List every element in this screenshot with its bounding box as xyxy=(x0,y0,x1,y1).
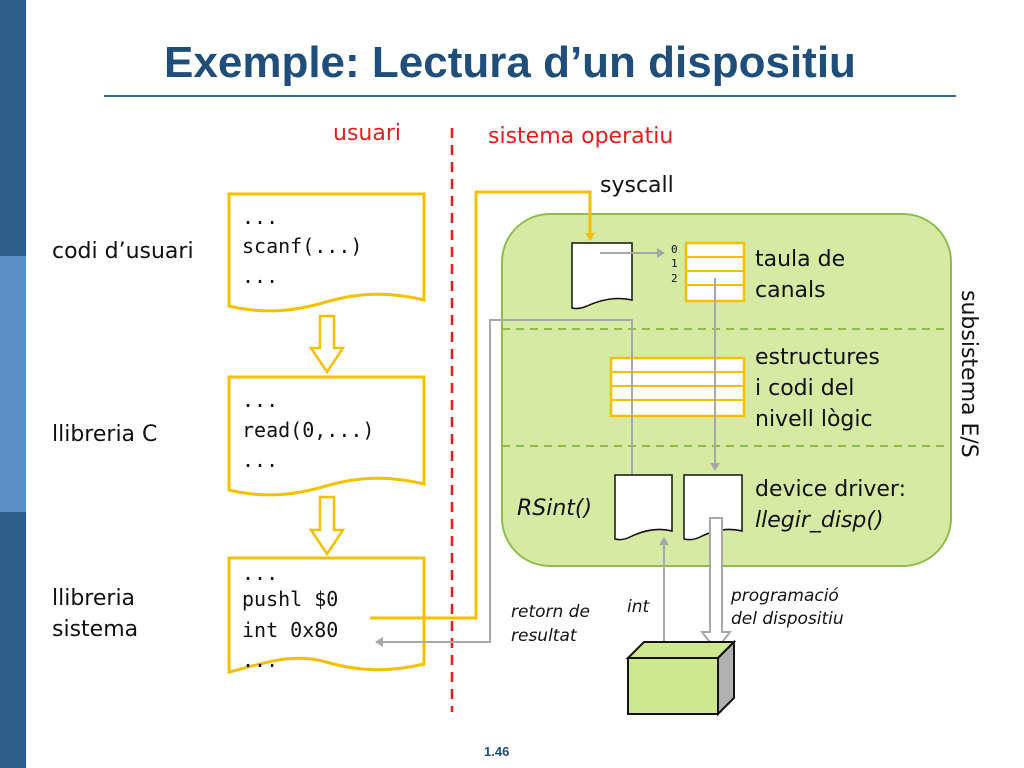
level-syslib-line1: llibreria xyxy=(52,586,135,611)
code-syslib-line2: pushl $0 xyxy=(242,587,338,611)
slide-title: Exemple: Lectura d’un dispositiu xyxy=(164,38,856,87)
os-region-label: sistema operatiu xyxy=(488,124,673,149)
device-front-face xyxy=(627,657,719,715)
code-syslib-line4: ... xyxy=(242,648,278,672)
rsint-label: RSint() xyxy=(517,496,592,521)
driver-doc xyxy=(683,474,743,541)
syscall-handler-doc xyxy=(571,242,633,310)
logic-label-line1: estructures xyxy=(755,345,880,370)
return-label-line1: retorn de xyxy=(511,602,590,622)
return-label-line2: resultat xyxy=(511,626,578,646)
code-block-libc xyxy=(227,375,426,497)
level-syslib-line2: sistema xyxy=(52,617,138,642)
flow-arrow-user-to-libc xyxy=(308,314,346,375)
channel-index-2: 2 xyxy=(671,272,678,285)
return-result-arrow xyxy=(375,319,633,647)
io-subsystem-label: subsistema E/S xyxy=(956,290,981,458)
title-rule xyxy=(104,95,956,97)
code-libc-line3: ... xyxy=(242,448,278,472)
sidebar-stripe-top xyxy=(0,0,26,256)
prog-label-line1: programació xyxy=(730,586,839,606)
channel-index-1: 1 xyxy=(671,257,678,270)
channel-table-label-line1: taula de xyxy=(755,247,845,272)
prog-label-line2: del dispositiu xyxy=(731,609,844,629)
code-user-line3: ... xyxy=(242,264,278,288)
sidebar-stripe xyxy=(0,0,26,768)
code-block-user xyxy=(227,192,426,313)
logic-label-line3: nivell lògic xyxy=(755,407,873,432)
syscall-label: syscall xyxy=(600,173,674,198)
flow-arrow-libc-to-syslib xyxy=(308,495,346,557)
code-syslib-line1: ... xyxy=(242,561,278,585)
syscall-arrow xyxy=(370,190,595,620)
channel-table-label-line2: canals xyxy=(755,278,826,303)
level-user-code: codi d’usuari xyxy=(52,239,194,264)
driver-label-line2: llegir_disp() xyxy=(755,508,884,533)
int-label: int xyxy=(627,597,650,617)
sidebar-stripe-middle xyxy=(0,256,26,512)
driver-label-line1: device driver: xyxy=(755,477,906,502)
rsint-doc xyxy=(614,474,673,541)
user-region-label: usuari xyxy=(333,121,401,146)
hardware-device xyxy=(625,639,737,717)
channel-index-0: 0 xyxy=(671,243,678,256)
sidebar-stripe-bottom xyxy=(0,512,26,768)
page-number: 1.46 xyxy=(484,744,510,759)
code-syslib-line3: int 0x80 xyxy=(242,618,338,642)
logic-label-line2: i codi del xyxy=(755,376,854,401)
code-libc-line2: read(0,...) xyxy=(242,418,374,442)
level-libc: llibreria C xyxy=(52,422,157,447)
code-user-line1: ... xyxy=(242,205,278,229)
code-user-line2: scanf(...) xyxy=(242,234,362,258)
device-top-face xyxy=(625,641,737,659)
code-libc-line1: ... xyxy=(242,388,278,412)
